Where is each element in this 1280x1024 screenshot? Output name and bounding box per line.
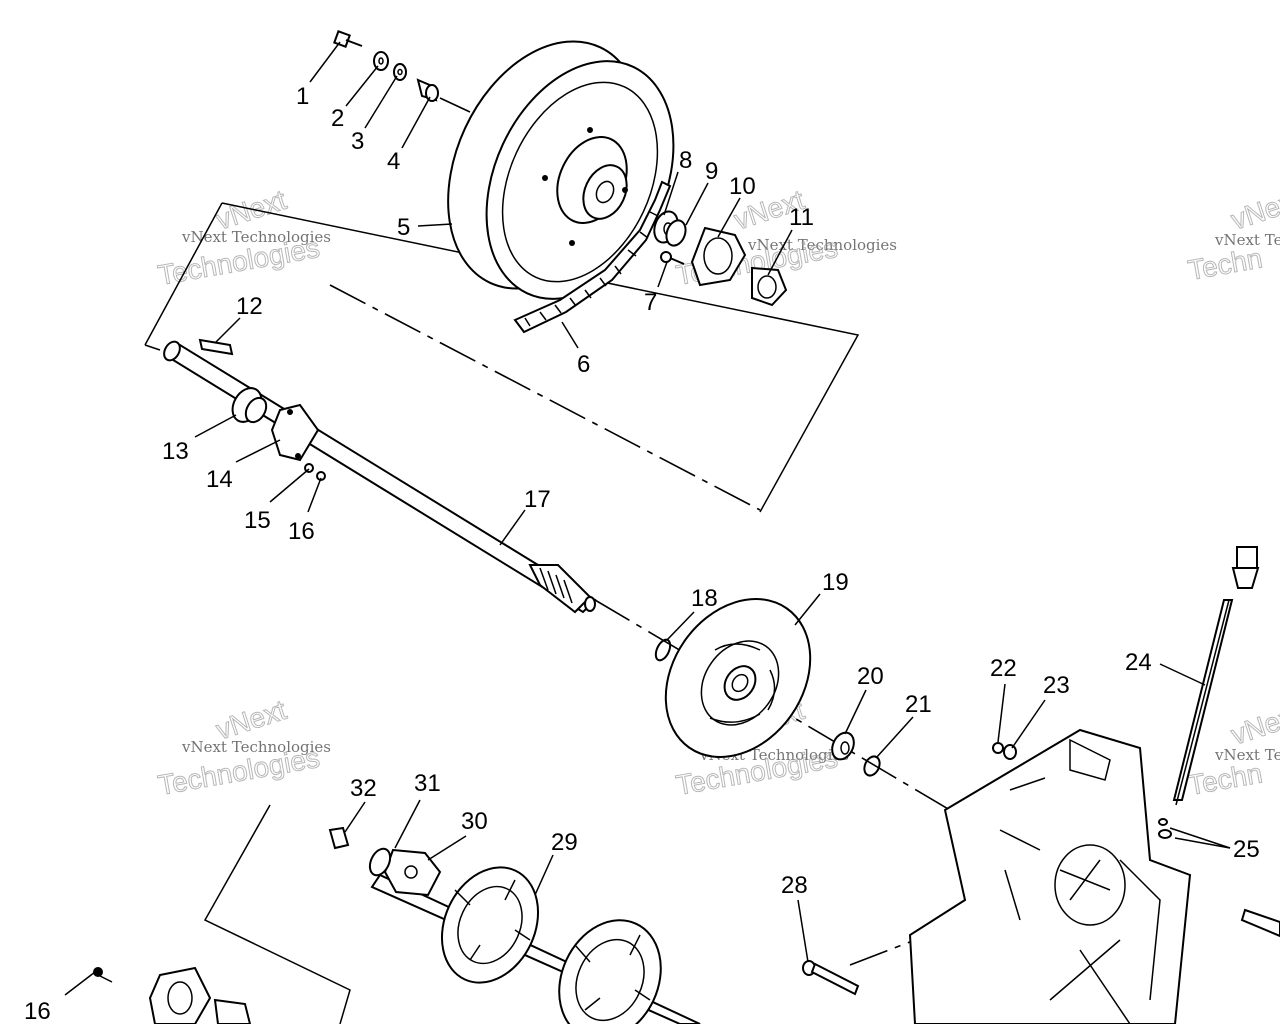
flange-part-14 [270, 403, 320, 462]
watermark-small: vNext Technologies [181, 738, 331, 756]
watermark-small: vNext Te [1214, 746, 1280, 764]
bearing-plate-part-10 [690, 226, 747, 287]
spacer-part-4 [416, 78, 439, 102]
flange-lower-left [148, 966, 252, 1024]
sprocket-part-5 [447, 40, 675, 300]
label-part-24: 24 [1125, 649, 1152, 676]
label-part-2: 2 [331, 105, 344, 132]
label-part-15: 15 [244, 507, 271, 534]
label-part-20: 20 [857, 663, 884, 690]
watermark: vNext vNext Technologies Technologies [155, 694, 331, 802]
bearing-part-31 [368, 847, 392, 877]
leader-lines [64, 41, 1231, 996]
brake-disc-part-19 [664, 598, 812, 758]
watermark-small: vNext Te [1214, 231, 1280, 249]
label-part-10: 10 [729, 173, 756, 200]
key-part-12 [198, 338, 234, 356]
label-part-25: 25 [1233, 836, 1260, 863]
bolt-part-7 [660, 251, 685, 265]
label-part-31: 31 [414, 770, 441, 797]
label-part-16-lower: 16 [24, 998, 51, 1024]
label-part-5: 5 [397, 214, 410, 241]
axis-upper-bolt [439, 97, 471, 113]
label-part-19: 19 [822, 569, 849, 596]
label-part-23: 23 [1043, 672, 1070, 699]
watermark: vNext vNext Technologies Technologies [155, 184, 331, 292]
spacer-part-9 [665, 219, 687, 247]
nut-part-16-lower [93, 967, 113, 983]
chain-part-6 [513, 180, 672, 334]
label-part-22: 22 [990, 655, 1017, 682]
assembly-bracket-upper [144, 202, 860, 513]
bolt-part-28 [802, 960, 860, 996]
label-part-30: 30 [461, 808, 488, 835]
bearing-part-13 [231, 387, 268, 424]
washer-part-23 [1003, 744, 1017, 760]
watermark-small: vNext Technologies [747, 236, 897, 254]
label-part-21: 21 [905, 691, 932, 718]
watermark-vnext: vNext [1227, 184, 1280, 236]
bearing-part-20 [831, 731, 855, 761]
bolt-part-1 [333, 30, 363, 48]
watermark: vNext vNext Te Techn [1185, 184, 1280, 287]
watermark-small: vNext Technologies [181, 228, 331, 246]
label-part-14: 14 [206, 466, 233, 493]
ring-part-21 [863, 755, 881, 777]
shaft-part-17 [163, 340, 597, 614]
label-part-18: 18 [691, 585, 718, 612]
ring-part-18 [654, 638, 672, 662]
watermark-vnext: vNext [1227, 699, 1280, 751]
fitting-part-32 [328, 826, 350, 850]
assembly-bracket-lower [203, 804, 351, 1024]
washer-part-2 [373, 51, 389, 71]
nut-part-22 [992, 742, 1004, 754]
label-part-6: 6 [577, 351, 590, 378]
label-part-32: 32 [350, 775, 377, 802]
stud-right-edge [1240, 908, 1280, 938]
label-part-9: 9 [705, 158, 718, 185]
axis-bolt-28 [849, 939, 916, 966]
label-part-11: 11 [789, 204, 814, 231]
label-part-7: 7 [644, 289, 657, 316]
dipstick-part-24 [1172, 546, 1260, 806]
label-part-28: 28 [781, 872, 808, 899]
drive-sprocket-part-29 [370, 866, 701, 1024]
fastener-part-25 [1158, 818, 1172, 839]
label-part-29: 29 [551, 829, 578, 856]
label-part-13: 13 [162, 438, 189, 465]
label-part-8: 8 [679, 147, 692, 174]
label-part-3: 3 [351, 128, 364, 155]
label-part-12: 12 [236, 293, 263, 320]
label-part-1: 1 [296, 83, 309, 110]
label-part-17: 17 [524, 486, 551, 513]
seal-part-11 [751, 266, 788, 307]
watermark-technologies: Techn [1186, 242, 1265, 286]
assembly-axis-upper [329, 284, 761, 511]
chaincase-housing [908, 728, 1192, 1024]
label-part-16: 16 [288, 518, 315, 545]
watermark-technologies: Techn [1186, 757, 1265, 801]
label-part-4: 4 [387, 148, 400, 175]
part-labels: 1 2 3 4 5 6 7 8 9 10 11 12 13 14 15 16 1… [24, 83, 1260, 1024]
